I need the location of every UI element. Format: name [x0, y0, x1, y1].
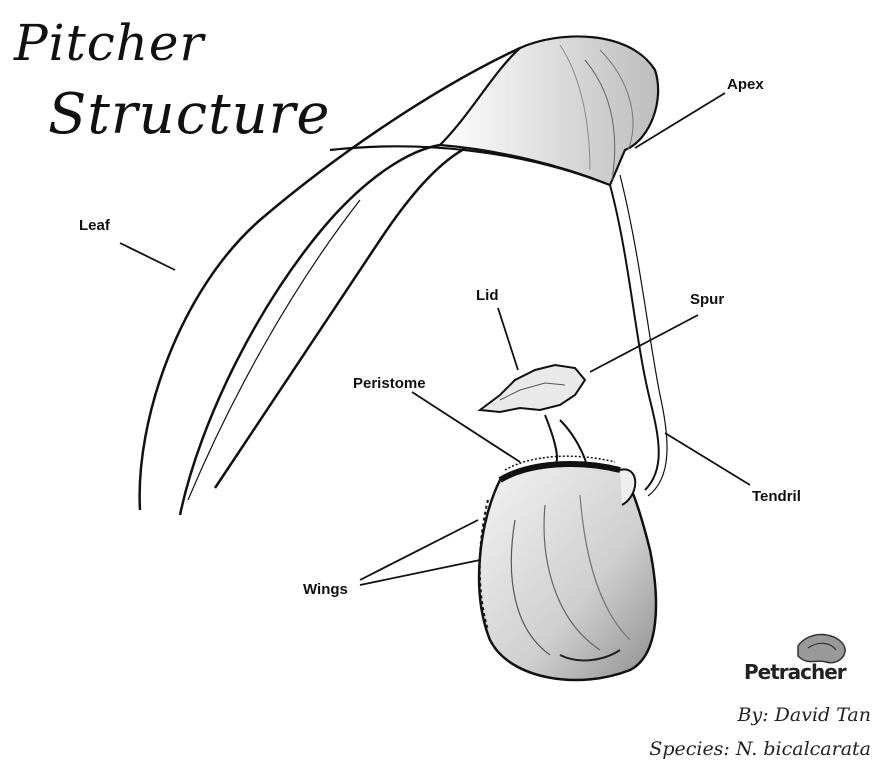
label-leaf: Leaf: [79, 217, 110, 234]
leader-spur: [590, 315, 698, 372]
credit-species: Species: N. bicalcarata: [649, 738, 871, 760]
label-lid: Lid: [476, 287, 499, 304]
leader-wings-2: [360, 560, 480, 585]
leader-leaf: [120, 243, 175, 270]
label-tendril: Tendril: [752, 488, 801, 505]
apex: [440, 36, 658, 185]
leader-tendril: [665, 433, 750, 485]
logo: Petracher: [738, 626, 878, 696]
leaf-midrib: [188, 200, 360, 500]
title-line-1: Pitcher: [14, 14, 204, 72]
leader-lid: [498, 308, 518, 370]
leader-lines: [120, 93, 750, 585]
lid: [480, 365, 585, 412]
title-line-2: Structure: [48, 82, 331, 147]
label-peristome: Peristome: [353, 375, 426, 392]
credit-author: By: David Tan: [738, 704, 871, 726]
logo-text: Petracher: [744, 660, 846, 684]
leaf-inner-edge: [215, 146, 470, 488]
label-wings: Wings: [303, 581, 348, 598]
pitcher-body: [479, 415, 656, 680]
label-apex: Apex: [727, 76, 764, 93]
label-spur: Spur: [690, 291, 724, 308]
leaf-fold-edge: [180, 145, 440, 515]
leader-wings-1: [360, 520, 478, 580]
